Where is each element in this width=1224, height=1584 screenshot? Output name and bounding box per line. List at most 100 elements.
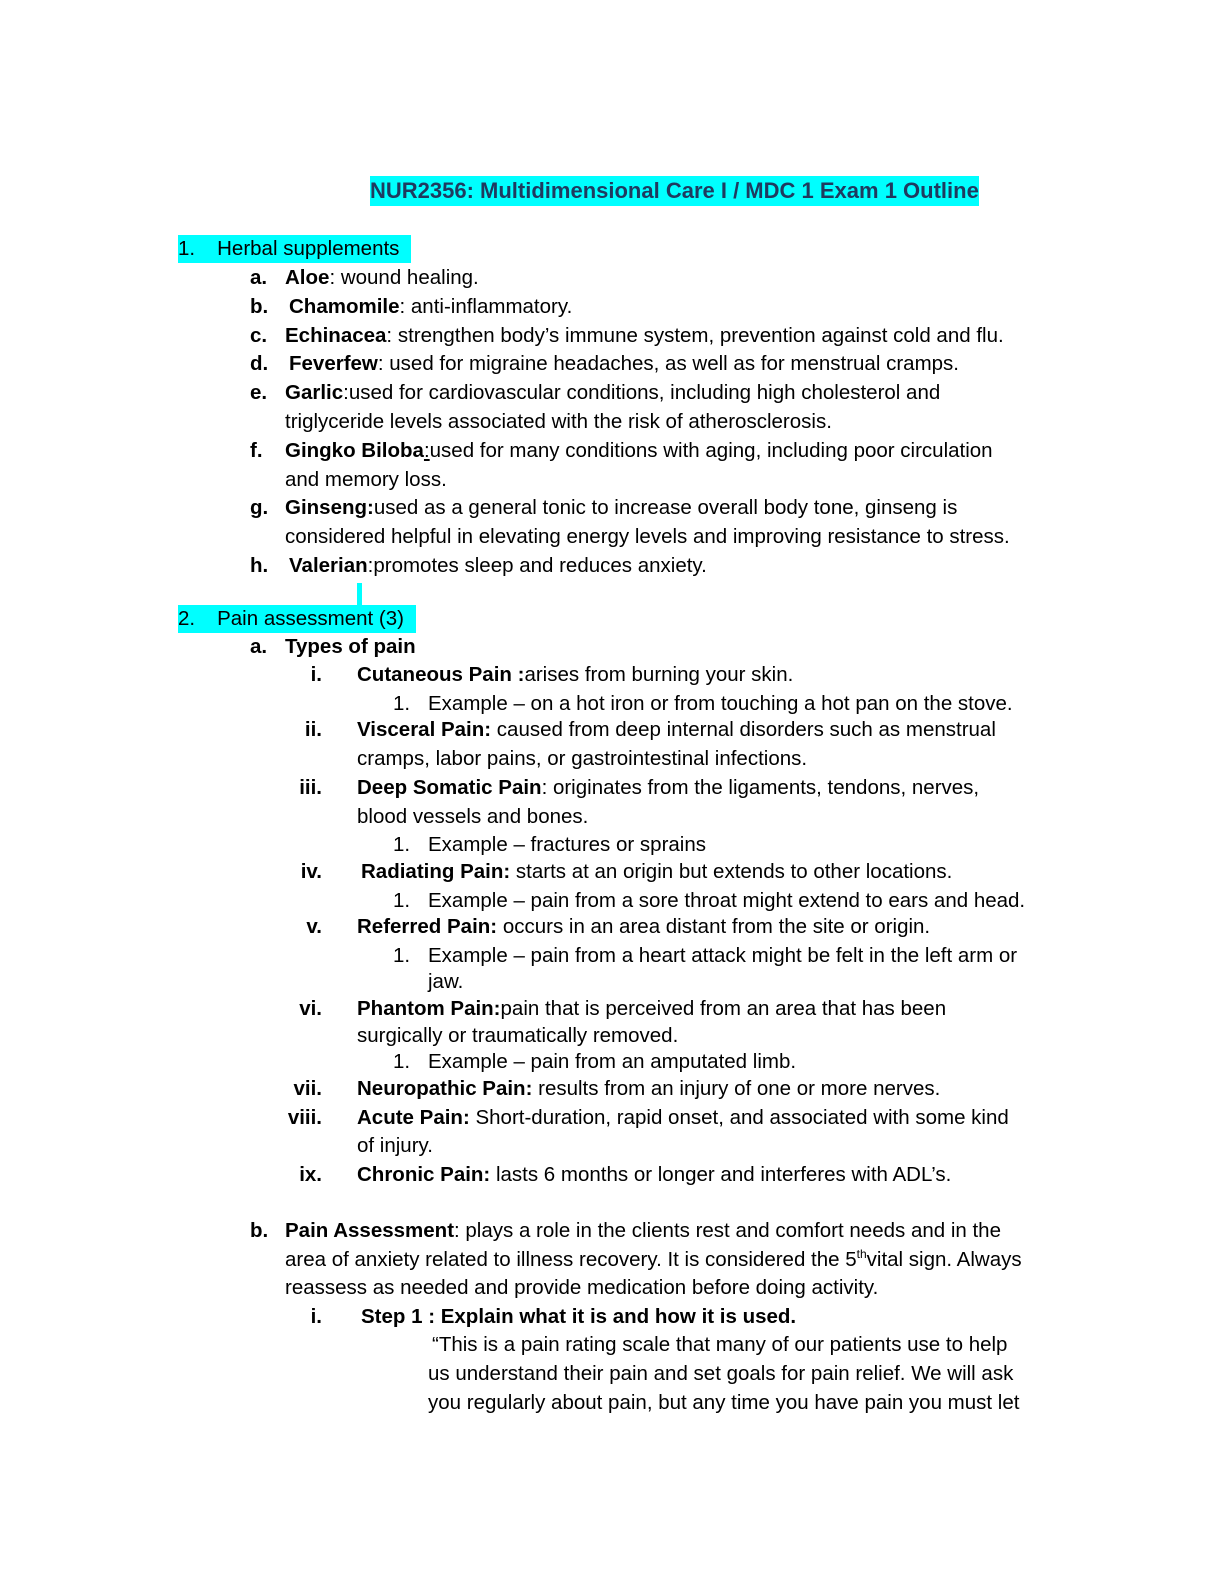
list-item: Referred Pain: occurs in an area distant… <box>357 913 930 941</box>
line-text: area of anxiety related to illness recov… <box>285 1248 857 1271</box>
item-text: lasts 6 months or longer and interferes … <box>490 1163 952 1186</box>
list-item: Neuropathic Pain: results from an injury… <box>357 1075 940 1103</box>
list-item: Radiating Pain: starts at an origin but … <box>361 858 952 886</box>
item-text: : strengthen body’s immune system, preve… <box>386 324 1004 347</box>
item-term: Referred Pain: <box>357 915 498 938</box>
list-item: Valerian:promotes sleep and reduces anxi… <box>289 552 707 580</box>
list-item: Feverfew: used for migraine headaches, a… <box>289 350 959 378</box>
item-term: Acute Pain: <box>357 1106 470 1129</box>
page-title: NUR2356: Multidimensional Care I / MDC 1… <box>370 176 979 206</box>
list-marker: b. <box>250 295 269 318</box>
item-term: Cutaneous Pain : <box>357 663 525 686</box>
section-2-heading: 2. Pain assessment (3) <box>178 605 416 633</box>
item-text: : used for migraine headaches, as well a… <box>377 352 959 375</box>
subsection-label: Types of pain <box>285 635 416 658</box>
item-text: results from an injury of one or more ne… <box>532 1077 941 1100</box>
item-text: starts at an origin but extends to other… <box>510 860 953 883</box>
roman-marker: iv. <box>300 860 322 883</box>
item-term: Radiating Pain: <box>361 860 511 883</box>
list-item: Ginseng:used as a general tonic to incre… <box>285 494 957 522</box>
item-term: Chamomile <box>289 295 400 318</box>
section-1-number: 1. <box>178 237 196 260</box>
roman-marker: i. <box>310 1305 322 1328</box>
roman-marker: vii. <box>293 1077 323 1100</box>
roman-marker: iii. <box>299 776 322 799</box>
quote-line: you regularly about pain, but any time y… <box>428 1391 1020 1414</box>
list-item-continuation: triglyceride levels associated with the … <box>285 410 832 433</box>
item-text: occurs in an area distant from the site … <box>497 915 931 938</box>
roman-marker: v. <box>306 915 322 938</box>
item-term: Deep Somatic Pain <box>357 776 542 799</box>
list-marker: e. <box>250 381 268 404</box>
roman-marker: ix. <box>299 1163 322 1186</box>
item-text: :used for cardiovascular conditions, inc… <box>343 381 941 404</box>
pain-assessment-line-1: Pain Assessment: plays a role in the cli… <box>285 1217 1001 1245</box>
list-item: Cutaneous Pain :arises from burning your… <box>357 661 793 689</box>
list-item: Gingko Biloba:used for many conditions w… <box>285 437 993 465</box>
item-text: used for many conditions with aging, inc… <box>429 439 993 462</box>
quote-line: us understand their pain and set goals f… <box>428 1362 1014 1385</box>
item-text: : anti-inflammatory. <box>399 295 573 318</box>
list-item: Visceral Pain: caused from deep internal… <box>357 716 996 744</box>
item-term: Pain Assessment <box>285 1219 455 1242</box>
item-term: Echinacea <box>285 324 387 347</box>
list-item-continuation: and memory loss. <box>285 468 447 491</box>
text-cursor-highlight <box>357 583 362 605</box>
list-item-continuation: of injury. <box>357 1134 433 1157</box>
roman-marker: ii. <box>304 718 322 741</box>
list-marker: h. <box>250 554 269 577</box>
list-marker: d. <box>250 352 269 375</box>
item-text: pain that is perceived from an area that… <box>500 997 947 1020</box>
item-term: Feverfew <box>289 352 378 375</box>
quote-line: “This is a pain rating scale that many o… <box>432 1333 1008 1356</box>
item-term: Garlic <box>285 381 344 404</box>
list-item-continuation: surgically or traumatically removed. <box>357 1024 679 1047</box>
item-colon: : <box>423 439 430 462</box>
list-item-continuation: considered helpful in elevating energy l… <box>285 525 1010 548</box>
item-term: Valerian <box>289 554 368 577</box>
example-text: Example – pain from a heart attack might… <box>428 944 1018 967</box>
example-continuation: jaw. <box>428 970 464 993</box>
section-2-title: Pain assessment (3) <box>217 607 404 630</box>
example-marker: 1. <box>393 833 411 856</box>
example-marker: 1. <box>393 944 411 967</box>
item-term: Visceral Pain: <box>357 718 492 741</box>
section-1-title: Herbal supplements <box>217 237 400 260</box>
list-item: Deep Somatic Pain: originates from the l… <box>357 774 979 802</box>
list-item: Garlic:used for cardiovascular condition… <box>285 379 940 407</box>
roman-marker: i. <box>310 663 322 686</box>
example-text: Example – fractures or sprains <box>428 833 707 856</box>
item-term: Neuropathic Pain: <box>357 1077 533 1100</box>
item-term: Gingko Biloba <box>285 439 424 462</box>
item-text: Short-duration, rapid onset, and associa… <box>469 1106 1009 1129</box>
roman-marker: viii. <box>287 1106 322 1129</box>
item-term: Aloe <box>285 266 330 289</box>
item-text: : plays a role in the clients rest and c… <box>454 1219 1001 1242</box>
list-marker: g. <box>250 496 269 519</box>
section-1-heading: 1. Herbal supplements <box>178 235 411 263</box>
list-item-continuation: cramps, labor pains, or gastrointestinal… <box>357 747 808 770</box>
list-item: Acute Pain: Short-duration, rapid onset,… <box>357 1104 1009 1132</box>
list-marker: f. <box>250 439 263 462</box>
list-item-continuation: blood vessels and bones. <box>357 805 589 828</box>
item-term: Phantom Pain: <box>357 997 501 1020</box>
item-term: Ginseng: <box>285 496 374 519</box>
list-item: Phantom Pain:pain that is perceived from… <box>357 995 946 1023</box>
step-heading: Step 1 : Explain what it is and how it i… <box>361 1305 797 1328</box>
list-item: Chronic Pain: lasts 6 months or longer a… <box>357 1161 951 1189</box>
example-text: Example – on a hot iron or from touching… <box>428 692 1013 715</box>
item-text: :promotes sleep and reduces anxiety. <box>367 554 707 577</box>
list-marker: a. <box>250 266 268 289</box>
section-2-number: 2. <box>178 607 196 630</box>
line-text: vital sign. Always <box>866 1248 1022 1271</box>
list-item: Aloe: wound healing. <box>285 264 479 292</box>
item-term: Chronic Pain: <box>357 1163 491 1186</box>
roman-marker: vi. <box>299 997 322 1020</box>
example-text: Example – pain from an amputated limb. <box>428 1050 797 1073</box>
list-marker: b. <box>250 1219 269 1242</box>
list-marker: c. <box>250 324 268 347</box>
example-text: Example – pain from a sore throat might … <box>428 889 1026 912</box>
example-marker: 1. <box>393 692 411 715</box>
item-text: caused from deep internal disorders such… <box>491 718 996 741</box>
